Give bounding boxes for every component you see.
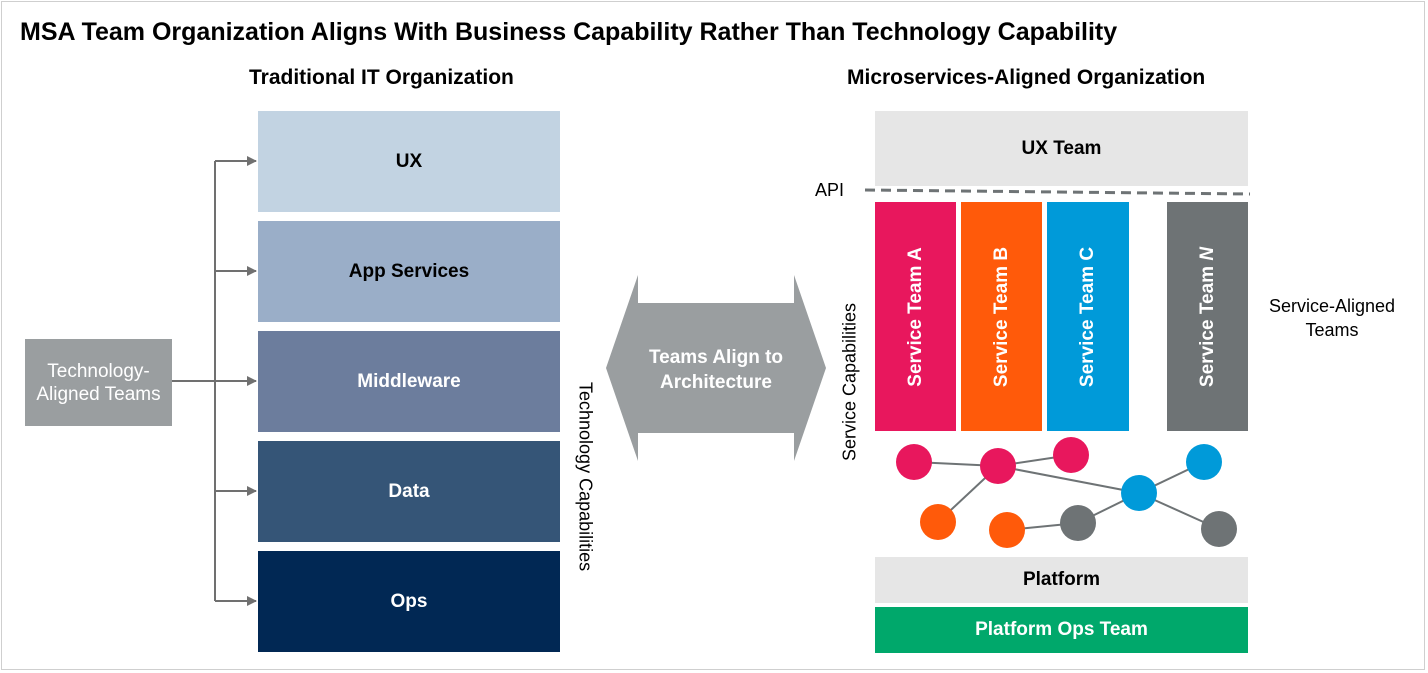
layer-ux-label: UX xyxy=(395,150,423,172)
service-team-n-label: Service Team N xyxy=(1196,246,1218,387)
node-a2 xyxy=(980,448,1016,484)
layer-ops: Ops xyxy=(258,551,560,652)
node-c1 xyxy=(1186,444,1222,480)
node-b1 xyxy=(920,504,956,540)
api-dashed-line xyxy=(864,188,1251,196)
node-c2 xyxy=(1121,475,1157,511)
service-team-n: Service Team N xyxy=(1167,202,1248,431)
service-team-b: Service Team B xyxy=(961,202,1042,431)
technology-capabilities-label: Technology Capabilities xyxy=(575,382,596,572)
diagram-title: MSA Team Organization Aligns With Busine… xyxy=(20,18,1118,46)
layer-middleware: Middleware xyxy=(258,331,560,432)
layer-ops-label: Ops xyxy=(390,590,428,612)
service-network-nodes xyxy=(896,437,1237,548)
layer-middleware-label: Middleware xyxy=(357,370,461,392)
service-team-a-label: Service Team A xyxy=(904,246,926,387)
node-n2 xyxy=(1201,511,1237,547)
service-team-b-label: Service Team B xyxy=(990,246,1012,387)
ux-team-box: UX Team xyxy=(875,111,1248,186)
service-team-c-label: Service Team C xyxy=(1077,246,1098,387)
teams-align-label: Teams Align to Architecture xyxy=(648,347,784,393)
service-capabilities-label: Service Capabilities xyxy=(839,302,860,462)
layer-app-services: App Services xyxy=(258,221,560,322)
layer-data: Data xyxy=(258,441,560,542)
team-connectors xyxy=(172,156,257,606)
platform-box: Platform xyxy=(875,557,1248,603)
microservices-heading: Microservices-Aligned Organization xyxy=(847,66,1206,89)
technology-aligned-teams-box: Technology-Aligned Teams xyxy=(25,339,172,426)
node-b2 xyxy=(989,512,1025,548)
node-a1 xyxy=(896,444,932,480)
node-n1 xyxy=(1060,505,1096,541)
node-a3 xyxy=(1053,437,1089,473)
layer-app-services-label: App Services xyxy=(348,260,470,282)
traditional-heading: Traditional IT Organization xyxy=(249,66,514,89)
service-team-a: Service Team A xyxy=(875,202,956,431)
service-aligned-teams-label: Service-Aligned Teams xyxy=(1268,296,1396,340)
layer-ux: UX xyxy=(258,111,560,212)
service-team-c: Service Team C xyxy=(1047,202,1129,431)
align-double-arrow xyxy=(606,275,826,461)
api-label: API xyxy=(815,180,845,200)
platform-ops-team-box: Platform Ops Team xyxy=(875,607,1248,653)
layer-data-label: Data xyxy=(388,480,430,502)
